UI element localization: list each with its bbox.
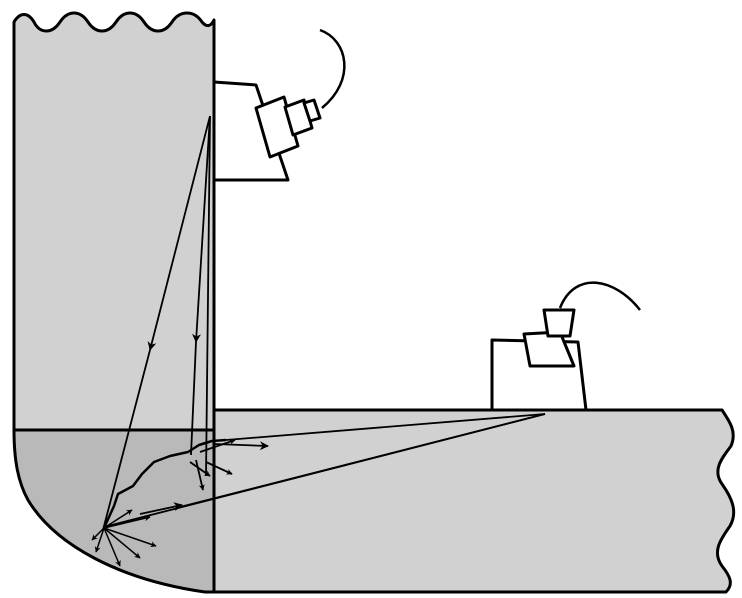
scatter-arrows [91, 509, 157, 567]
beam-ray-2-cont [190, 341, 197, 456]
probe-cable [319, 28, 346, 109]
beam-ray-2 [192, 115, 211, 343]
probe-cable [558, 281, 641, 311]
reflect-arrow-3 [199, 438, 236, 453]
beam-ray-upper [225, 413, 546, 441]
beam-ray-1-cont [102, 349, 151, 531]
scatter-arrow [94, 527, 105, 553]
scatter-arrow [91, 527, 105, 541]
angle-probe-vertical-plate [212, 28, 346, 182]
beam-ray-1 [147, 115, 211, 351]
ultrasonic-beam-paths-vertical [102, 115, 211, 531]
beam-ray-mid [175, 413, 546, 509]
reflect-arrow-2 [139, 502, 183, 515]
reflect-arrow-4 [189, 461, 211, 477]
beam-ray-3 [205, 115, 211, 477]
angle-probe-horizontal-plate [490, 281, 641, 412]
scatter-arrow [103, 527, 121, 567]
scatter-arrow [103, 509, 133, 529]
probe-connector-tip [302, 98, 322, 123]
reflect-arrow-6 [205, 461, 233, 475]
scatter-arrow [103, 515, 151, 529]
reflect-arrow-5 [195, 459, 205, 491]
scatter-arrow [103, 527, 141, 559]
probe-connector [542, 308, 576, 338]
vertical-plate [12, 11, 216, 432]
corner-weld [12, 428, 216, 594]
weld-crack [102, 438, 227, 529]
reflection-arrows [139, 438, 269, 515]
horizontal-plate [212, 408, 736, 594]
scatter-arrow [103, 527, 157, 548]
